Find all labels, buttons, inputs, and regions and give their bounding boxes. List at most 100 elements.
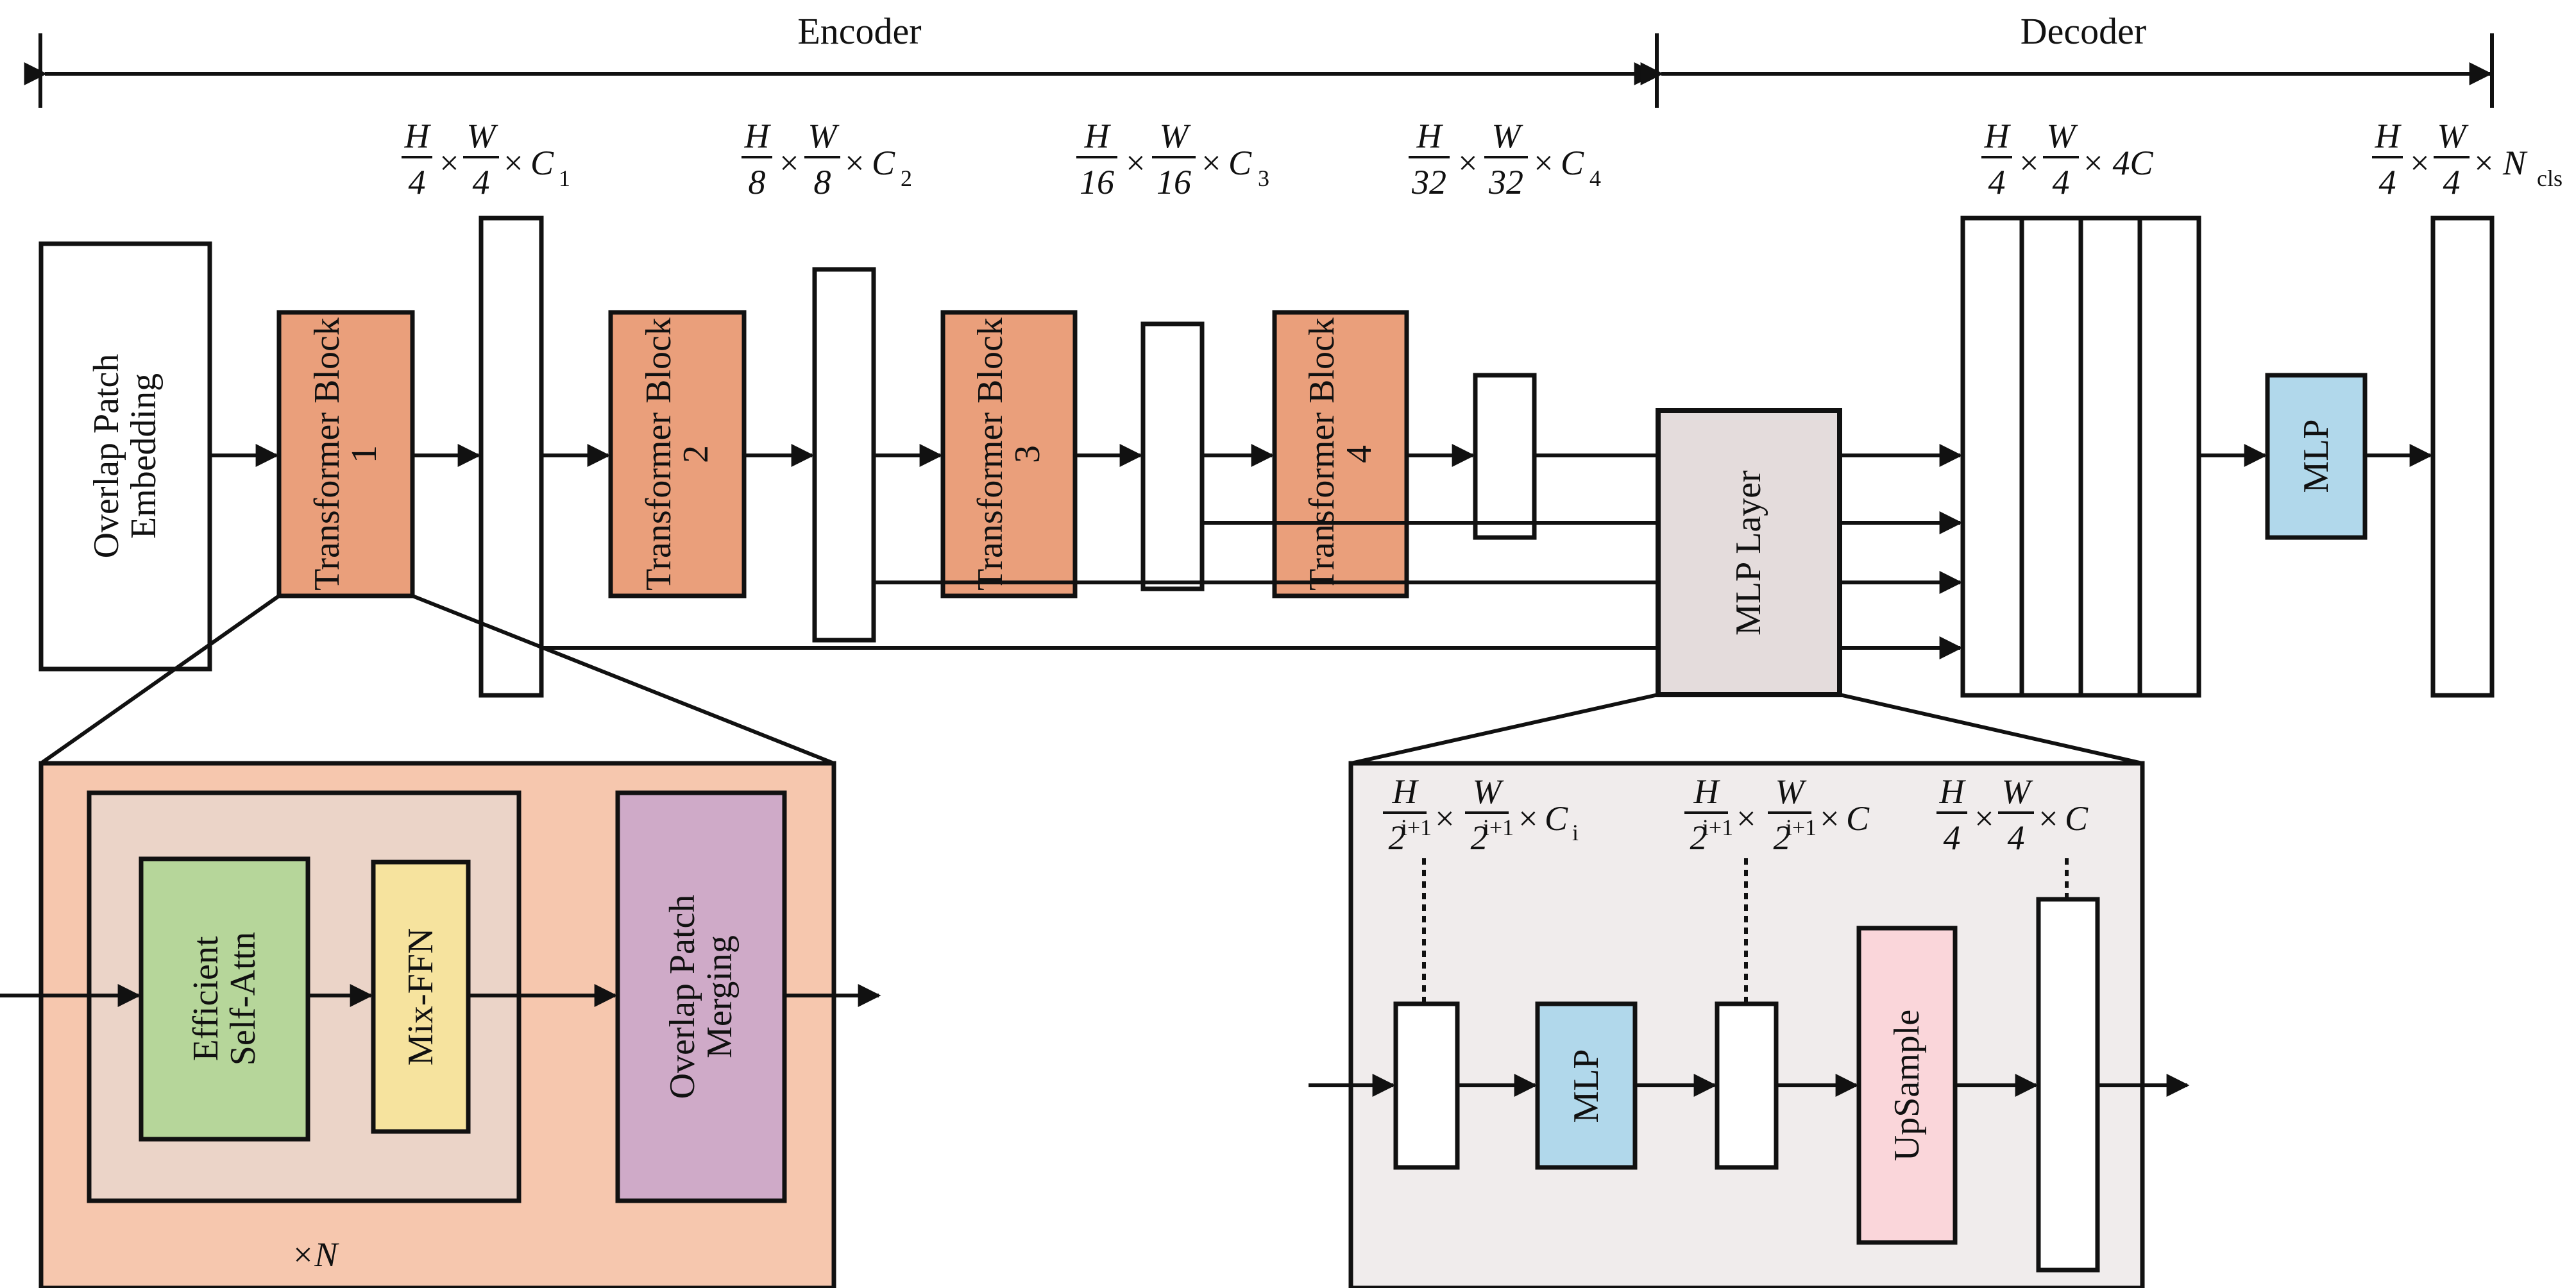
svg-text:H: H [404, 117, 432, 155]
svg-text:W: W [2002, 772, 2034, 811]
svg-text:C: C [1561, 144, 1584, 182]
transformer-block-2-label: Transformer Block2 [639, 318, 716, 591]
svg-text:W: W [467, 117, 499, 155]
svg-text:8: 8 [814, 163, 831, 201]
svg-text:H: H [1084, 117, 1112, 155]
svg-text:H: H [1984, 117, 2012, 155]
mlp-detail-mlp-box [1535, 1001, 1638, 1170]
svg-text:×: × [1456, 144, 1479, 182]
output-map [2430, 216, 2495, 698]
svg-text:8: 8 [749, 163, 766, 201]
svg-text:2: 2 [1690, 818, 1707, 857]
svg-text:4C: 4C [2112, 144, 2153, 182]
mlp-detail-output-map [2036, 897, 2100, 1273]
svg-text:W: W [1492, 117, 1524, 155]
mlp-detail-projected-map [1715, 1001, 1779, 1170]
svg-text:i+1: i+1 [1483, 815, 1514, 840]
efficient-self-attn-label: EfficientSelf-Attn [186, 932, 263, 1065]
svg-text:H: H [2375, 117, 2402, 155]
mix-ffn-box [371, 860, 471, 1134]
dim-label-stage3: H 16 × W 16 × C 3 [1076, 117, 1269, 201]
concat-feature-stack [1960, 216, 2201, 698]
overlap-patch-embedding-box [38, 241, 212, 672]
svg-text:4: 4 [1988, 163, 2006, 201]
svg-text:×: × [1433, 799, 1456, 838]
transformer-block-3-label: Transformer Block3 [970, 318, 1047, 591]
overlap-patch-embedding-label: Overlap PatchEmbedding [87, 354, 164, 559]
svg-text:C: C [1545, 799, 1568, 838]
dim-label-stage2: H 8 × W 8 × C 2 [741, 117, 912, 201]
svg-text:×: × [1516, 799, 1539, 838]
svg-text:16: 16 [1157, 163, 1191, 201]
svg-text:×: × [502, 144, 525, 182]
transformer-block-4-label: Transformer Block4 [1302, 318, 1379, 591]
svg-text:cls: cls [2537, 165, 2563, 191]
svg-text:×: × [2472, 144, 2495, 182]
svg-text:H: H [1392, 772, 1419, 811]
svg-text:C: C [1228, 144, 1252, 182]
svg-text:1: 1 [559, 165, 570, 191]
mlp-dim-label-1: H 2 i+1 × W 2 i+1 × C i [1383, 772, 1579, 857]
encoder-label: Encoder [797, 10, 921, 52]
dim-label-output: H 4 × W 4 × N cls [2372, 117, 2563, 201]
transformer-block-1 [276, 310, 415, 598]
svg-text:H: H [1939, 772, 1967, 811]
repeat-n-label: ×N [291, 1235, 339, 1274]
upsample-label: UpSample [1887, 1010, 1927, 1161]
feature-map-3 [1140, 321, 1205, 591]
svg-text:W: W [2047, 117, 2079, 155]
zoom-lines-block [40, 594, 835, 765]
svg-text:4: 4 [2053, 163, 2070, 201]
svg-text:i+1: i+1 [1786, 815, 1817, 840]
svg-text:×: × [1199, 144, 1223, 182]
svg-text:×: × [437, 144, 461, 182]
svg-text:2: 2 [1389, 818, 1406, 857]
dim-label-stage4: H 32 × W 32 × C 4 [1409, 117, 1601, 201]
svg-text:×: × [2017, 144, 2040, 182]
frac-h: H 4 [402, 117, 432, 201]
mix-ffn-label: Mix-FFN [401, 928, 441, 1066]
encoder-span: Encoder [24, 10, 1657, 108]
overlap-patch-merging-label: Overlap PatchMerging [663, 895, 740, 1099]
svg-text:4: 4 [2008, 818, 2025, 857]
svg-text:×: × [1532, 144, 1555, 182]
svg-text:4: 4 [2443, 163, 2461, 201]
mlp-layer-label: MLP Layer [1729, 470, 1768, 636]
svg-text:×: × [2037, 799, 2060, 838]
svg-text:16: 16 [1080, 163, 1114, 201]
zoom-lines-mlp [1350, 693, 2143, 765]
svg-text:N: N [2502, 144, 2528, 182]
svg-text:H: H [1416, 117, 1444, 155]
decoder-span: Decoder [1640, 10, 2494, 108]
svg-text:×: × [2081, 144, 2105, 182]
svg-text:i: i [1572, 820, 1579, 845]
svg-text:×: × [1972, 799, 1996, 838]
svg-text:H: H [744, 117, 772, 155]
mlp-dim-label-2: H 2 i+1 × W 2 i+1 × C [1684, 772, 1870, 857]
svg-text:C: C [2065, 799, 2089, 838]
svg-text:C: C [530, 144, 554, 182]
svg-text:3: 3 [1258, 165, 1269, 191]
svg-text:4: 4 [409, 163, 426, 201]
decoder-mlp-box [2265, 373, 2368, 540]
svg-text:W: W [808, 117, 840, 155]
svg-text:W: W [1160, 117, 1192, 155]
svg-text:4: 4 [2379, 163, 2396, 201]
mlp-detail-input-map [1393, 1001, 1460, 1170]
transformer-block-4 [1272, 310, 1409, 598]
mlp-layer-box [1656, 408, 1842, 697]
svg-text:×: × [1818, 799, 1841, 838]
feature-map-2 [812, 267, 876, 643]
svg-text:×: × [777, 144, 801, 182]
svg-text:W: W [1775, 772, 1808, 811]
svg-text:4: 4 [1589, 165, 1601, 191]
svg-text:×: × [2408, 144, 2431, 182]
svg-text:32: 32 [1411, 163, 1446, 201]
decoder-mlp-label: MLP [2296, 419, 2336, 493]
svg-text:2: 2 [1774, 818, 1791, 857]
feature-map-1 [479, 216, 544, 698]
decoder-label: Decoder [2021, 10, 2146, 52]
svg-text:2: 2 [1471, 818, 1488, 857]
svg-text:2: 2 [901, 165, 912, 191]
mlp-dim-label-3: H 4 × W 4 × C [1936, 772, 2089, 857]
